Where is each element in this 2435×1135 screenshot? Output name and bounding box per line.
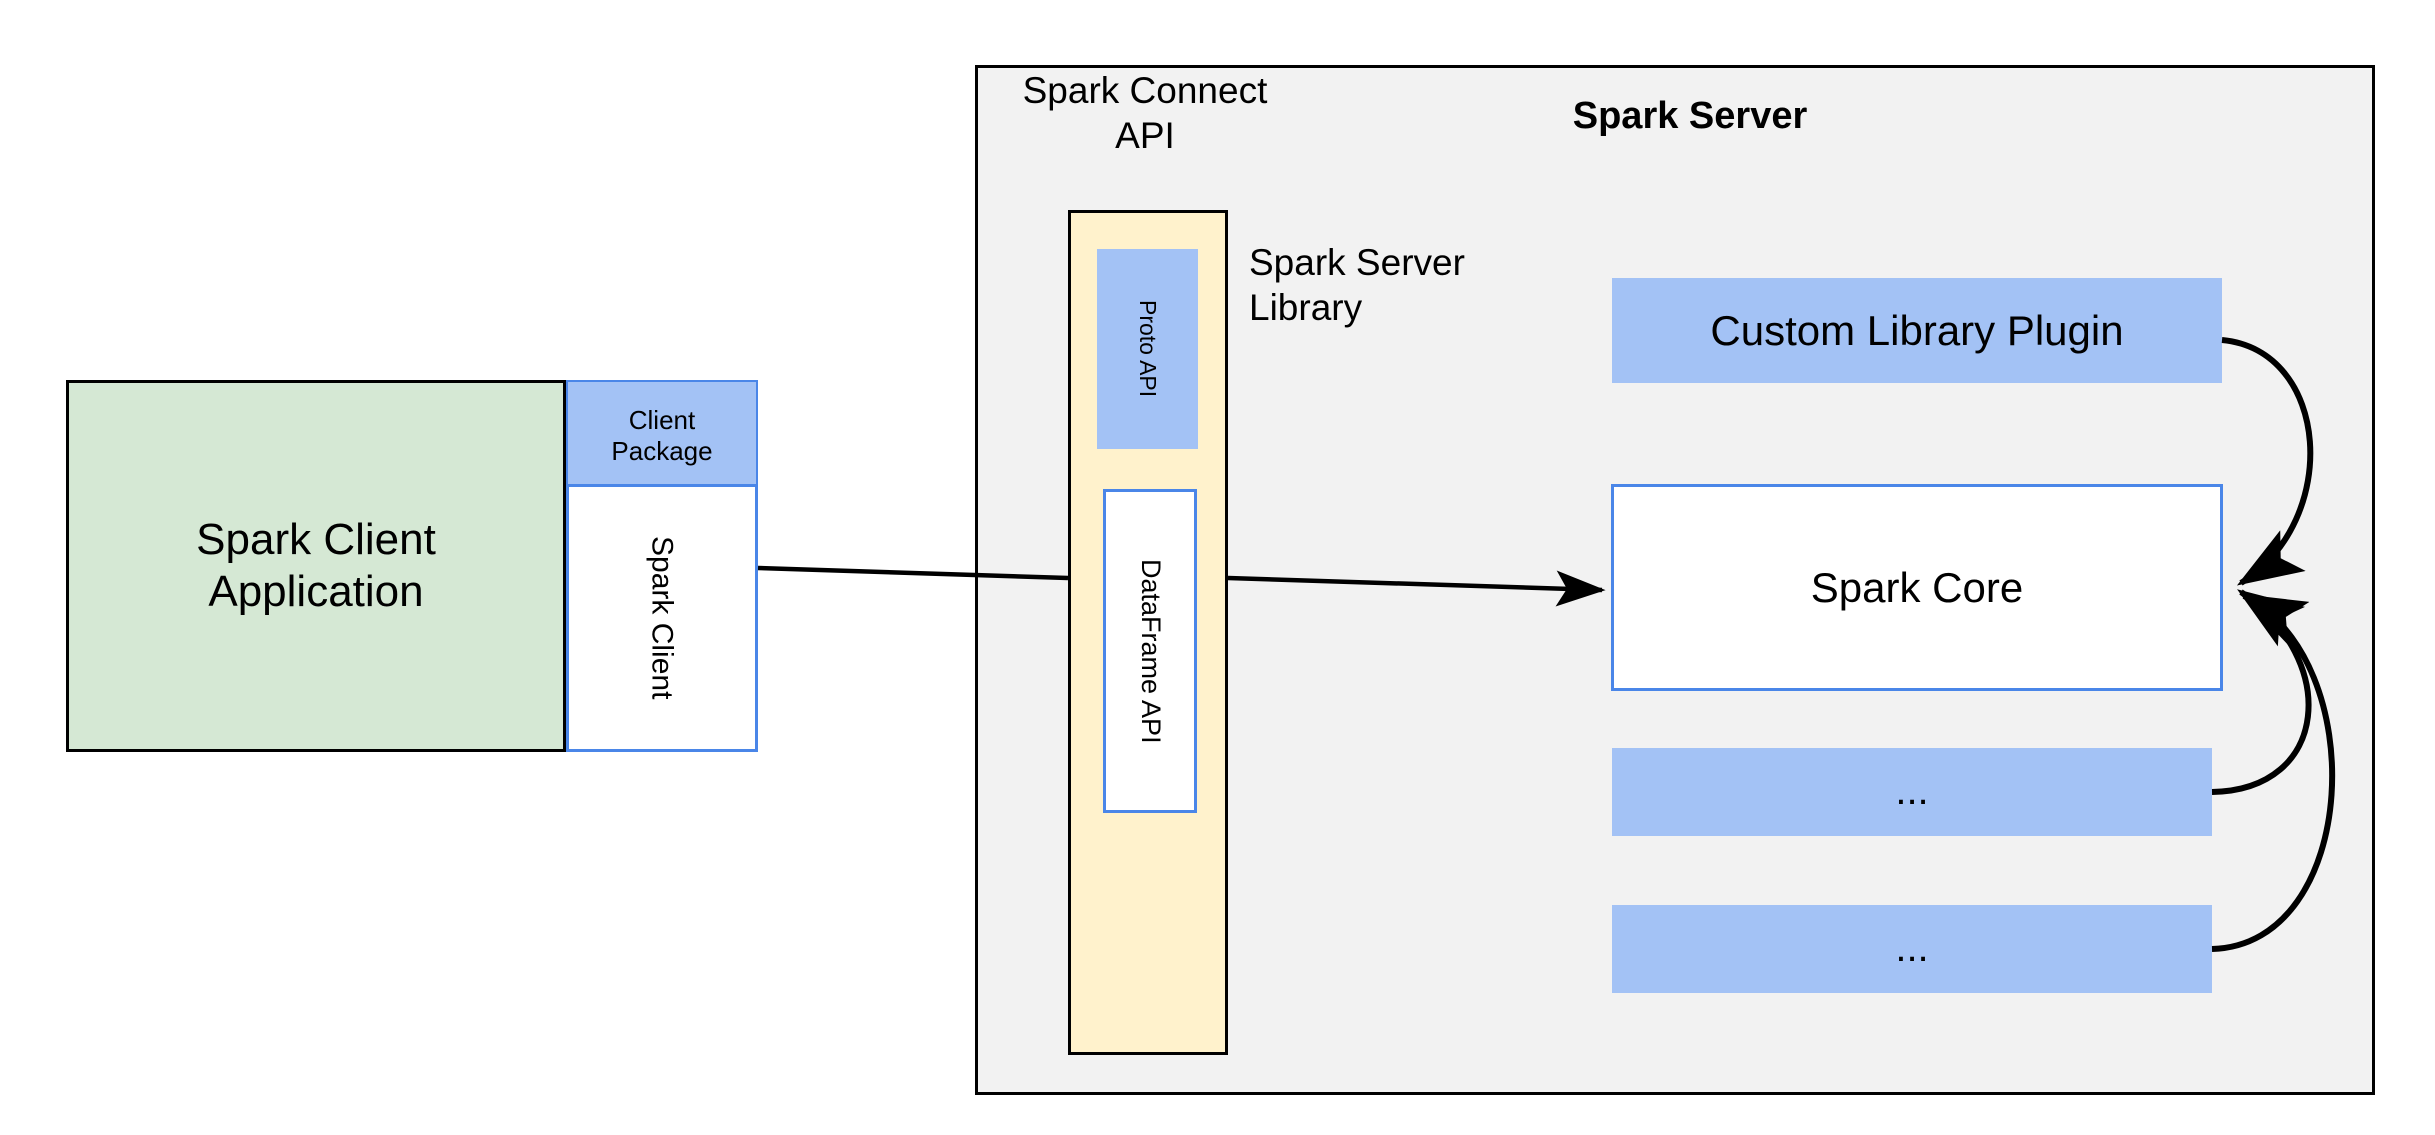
- client-package-label-line2: Package: [611, 435, 713, 466]
- client-package-label-line1: Client: [628, 404, 696, 435]
- spark-core-box: Spark Core: [1611, 484, 2223, 691]
- spark-client-application-label-line2: Application: [208, 567, 424, 616]
- spark-connect-api-label: Spark Connect API: [1000, 68, 1290, 158]
- spark-server-library-label: Spark Server Library: [1249, 240, 1549, 330]
- spark-client-application-label-line1: Spark Client: [196, 515, 436, 565]
- spark-server-library-label-line1: Spark Server: [1249, 242, 1465, 283]
- spark-server-library-label-line2: Library: [1249, 287, 1363, 329]
- spark-client-label: Spark Client: [645, 536, 679, 700]
- additional-component-box-1: ...: [1612, 748, 2212, 836]
- proto-api-label: Proto API: [1135, 300, 1162, 398]
- custom-library-plugin-label: Custom Library Plugin: [1710, 306, 2124, 354]
- spark-client-application-box: Spark Client Application: [66, 380, 566, 752]
- dataframe-api-box: DataFrame API: [1103, 489, 1197, 813]
- spark-connect-api-label-line1: Spark Connect: [1022, 70, 1268, 111]
- spark-connect-api-label-line2: API: [1115, 115, 1175, 157]
- additional-component-label-2: ...: [1895, 926, 1929, 971]
- custom-library-plugin-box: Custom Library Plugin: [1612, 278, 2222, 383]
- spark-core-label: Spark Core: [1810, 563, 2024, 611]
- additional-component-label-1: ...: [1895, 769, 1929, 814]
- spark-server-title: Spark Server: [1572, 95, 1808, 137]
- dataframe-api-label: DataFrame API: [1135, 558, 1166, 744]
- proto-api-box: Proto API: [1097, 249, 1198, 449]
- additional-component-box-2: ...: [1612, 905, 2212, 993]
- client-package-box: Client Package: [566, 380, 758, 491]
- spark-client-box: Spark Client: [566, 484, 758, 752]
